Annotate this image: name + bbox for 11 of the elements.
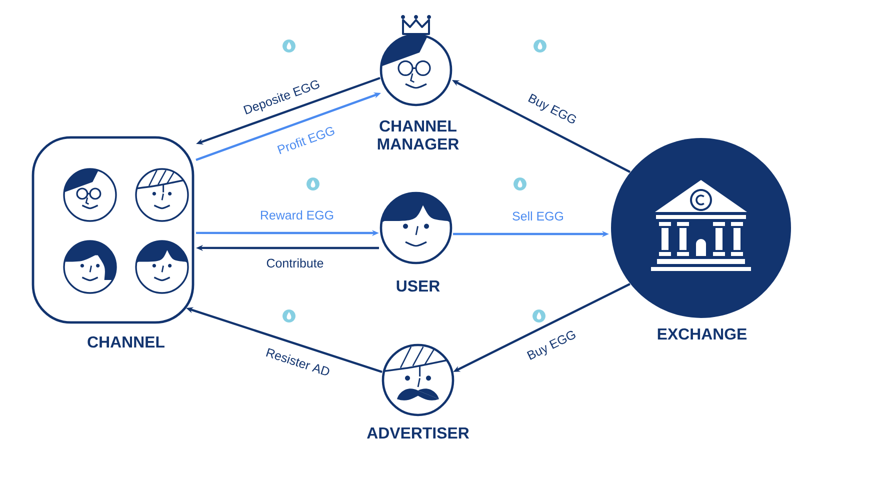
node-label: EXCHANGE: [658, 328, 747, 340]
node-label: CHANNEL MANAGER: [378, 120, 459, 150]
edge-label: Reward EGG: [261, 210, 334, 220]
edge-label: Buy EGG: [526, 330, 576, 360]
edge-label: Buy EGG: [528, 94, 576, 124]
node-label: ADVERTISER: [367, 427, 470, 439]
node-label: CHANNEL: [88, 336, 164, 348]
edge-label: Profit EGG: [277, 126, 334, 154]
edge-label: Sell EGG: [512, 211, 563, 221]
node-label: USER: [396, 280, 440, 292]
edge-label: Contribute: [266, 258, 324, 268]
